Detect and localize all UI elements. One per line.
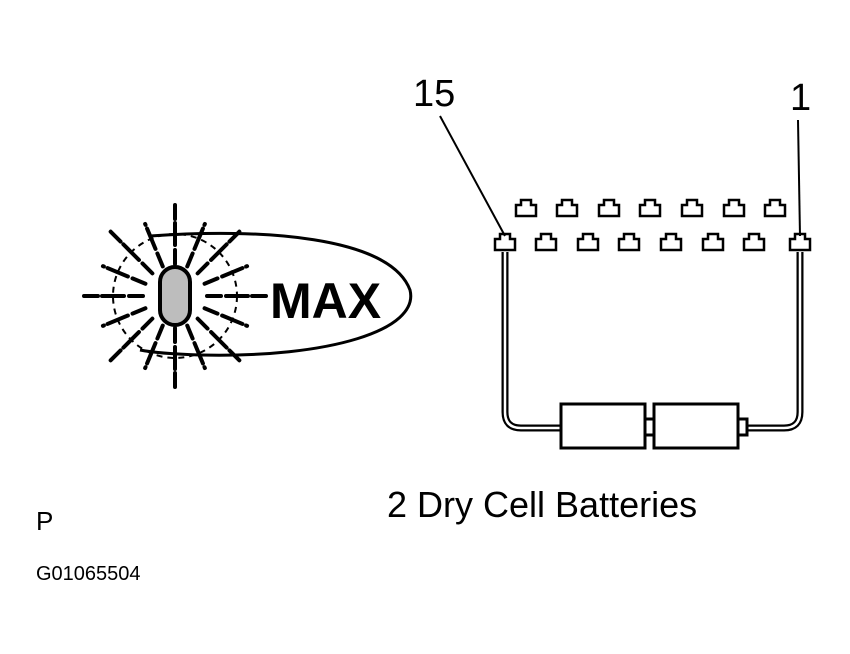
battery-cell-1 <box>559 402 647 450</box>
battery-caption: 2 Dry Cell Batteries <box>387 484 697 525</box>
connector-pin <box>555 198 579 218</box>
connector-pin <box>576 232 600 252</box>
pin-15-label: 15 <box>413 73 455 115</box>
light-ray <box>195 228 243 276</box>
connector-pin <box>722 198 746 218</box>
jumper-wire <box>501 252 804 432</box>
lamp-bulb-icon <box>158 265 192 327</box>
connector-pin <box>597 198 621 218</box>
light-ray <box>143 221 165 269</box>
connector-pin <box>617 232 641 252</box>
max-indicator: MAX <box>81 202 413 390</box>
light-ray <box>202 264 250 286</box>
pin-1-leader-line <box>797 119 801 237</box>
indicator-max-text: MAX <box>270 273 381 329</box>
pin-15-leader-line <box>439 115 506 237</box>
connector-pin <box>680 198 704 218</box>
connector-pin <box>659 232 683 252</box>
corner-letter: P <box>36 506 53 536</box>
indicator-oval <box>139 231 413 357</box>
light-ray <box>107 316 155 364</box>
figure-id: G01065504 <box>36 563 141 585</box>
connector-pin <box>534 232 558 252</box>
light-ray <box>143 323 165 371</box>
connector-pin <box>788 232 812 252</box>
connector-pin-row-bottom <box>493 232 812 252</box>
connector-pin <box>763 198 787 218</box>
connector-pin <box>638 198 662 218</box>
connector-pin <box>701 232 725 252</box>
connector-pin <box>514 198 538 218</box>
light-ray <box>107 228 155 276</box>
battery-pack <box>559 402 749 450</box>
light-ray <box>202 306 250 328</box>
connector-pin <box>493 232 517 252</box>
light-ray <box>100 264 148 286</box>
light-rays-icon <box>81 202 269 390</box>
battery-cell-2 <box>652 402 740 450</box>
jumper-wire-inner <box>503 252 802 430</box>
connector-pin-row-top <box>514 198 787 218</box>
light-ray <box>185 323 207 371</box>
battery-cell-2-terminal <box>736 417 749 437</box>
light-ray <box>100 306 148 328</box>
light-ray <box>195 316 243 364</box>
pin-1-label: 1 <box>790 77 811 119</box>
connector: 15 1 <box>413 73 812 252</box>
connector-pin <box>742 232 766 252</box>
light-ray <box>185 221 207 269</box>
